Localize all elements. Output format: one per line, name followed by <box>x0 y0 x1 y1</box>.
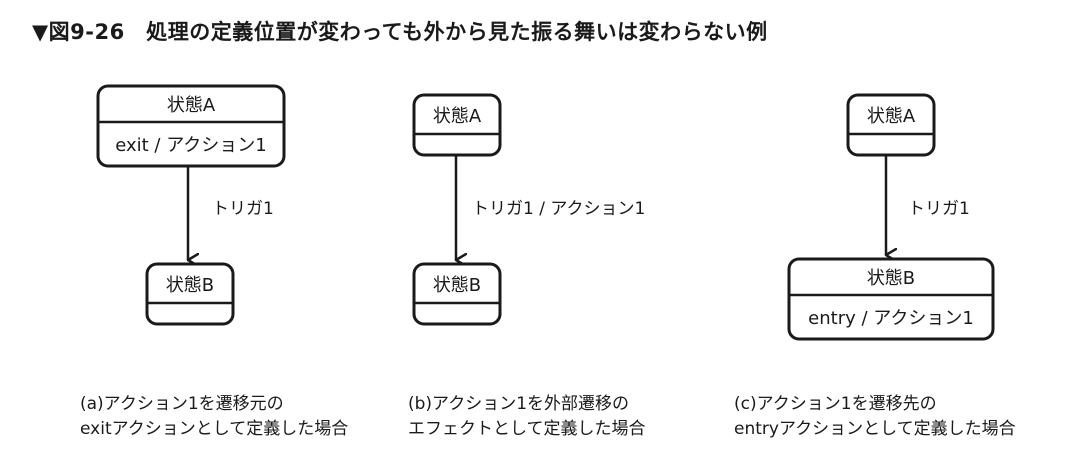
transition-label: トリガ1 <box>908 199 970 219</box>
panel-a: 状態A exit / アクション1 トリガ1 状態B <box>96 84 286 326</box>
panel-b: 状態A トリガ1 / アクション1 状態B <box>412 93 645 326</box>
state-name: 状態B <box>433 275 481 296</box>
state-name: 状態A <box>167 95 216 116</box>
panel-a-target-state: 状態B <box>145 262 235 326</box>
caption-line: (b)アクション1を外部遷移の <box>408 394 630 414</box>
state-name: 状態B <box>166 275 214 296</box>
caption-line: entryアクションとして定義した場合 <box>734 419 1016 439</box>
caption-line: (a)アクション1を遷移元の <box>80 394 284 414</box>
state-action: entry / アクション1 <box>808 308 974 329</box>
transition-label: トリガ1 / アクション1 <box>472 199 645 219</box>
transition-label: トリガ1 <box>212 199 274 219</box>
caption-line: (c)アクション1を遷移先の <box>734 394 937 414</box>
caption-line: エフェクトとして定義した場合 <box>408 419 646 439</box>
caption-b: (b)アクション1を外部遷移の エフェクトとして定義した場合 <box>408 392 646 442</box>
state-action: exit / アクション1 <box>115 135 267 156</box>
panel-b-target-state: 状態B <box>412 262 502 326</box>
panel-c-target-state: 状態B entry / アクション1 <box>787 257 995 341</box>
state-name: 状態B <box>867 268 915 289</box>
caption-c: (c)アクション1を遷移先の entryアクションとして定義した場合 <box>734 392 1016 442</box>
panel-c-source-state: 状態A <box>846 93 936 157</box>
caption-line: exitアクションとして定義した場合 <box>80 419 349 439</box>
panel-c: 状態A トリガ1 状態B entry / アクション1 <box>787 93 995 341</box>
caption-a: (a)アクション1を遷移元の exitアクションとして定義した場合 <box>80 392 348 442</box>
figure-title: ▼図9-26 処理の定義位置が変わっても外から見た振る舞いは変わらない例 <box>32 20 768 44</box>
panel-b-source-state: 状態A <box>412 93 502 157</box>
state-name: 状態A <box>867 106 916 127</box>
state-name: 状態A <box>433 106 482 127</box>
panel-a-source-state: 状態A exit / アクション1 <box>96 84 286 168</box>
